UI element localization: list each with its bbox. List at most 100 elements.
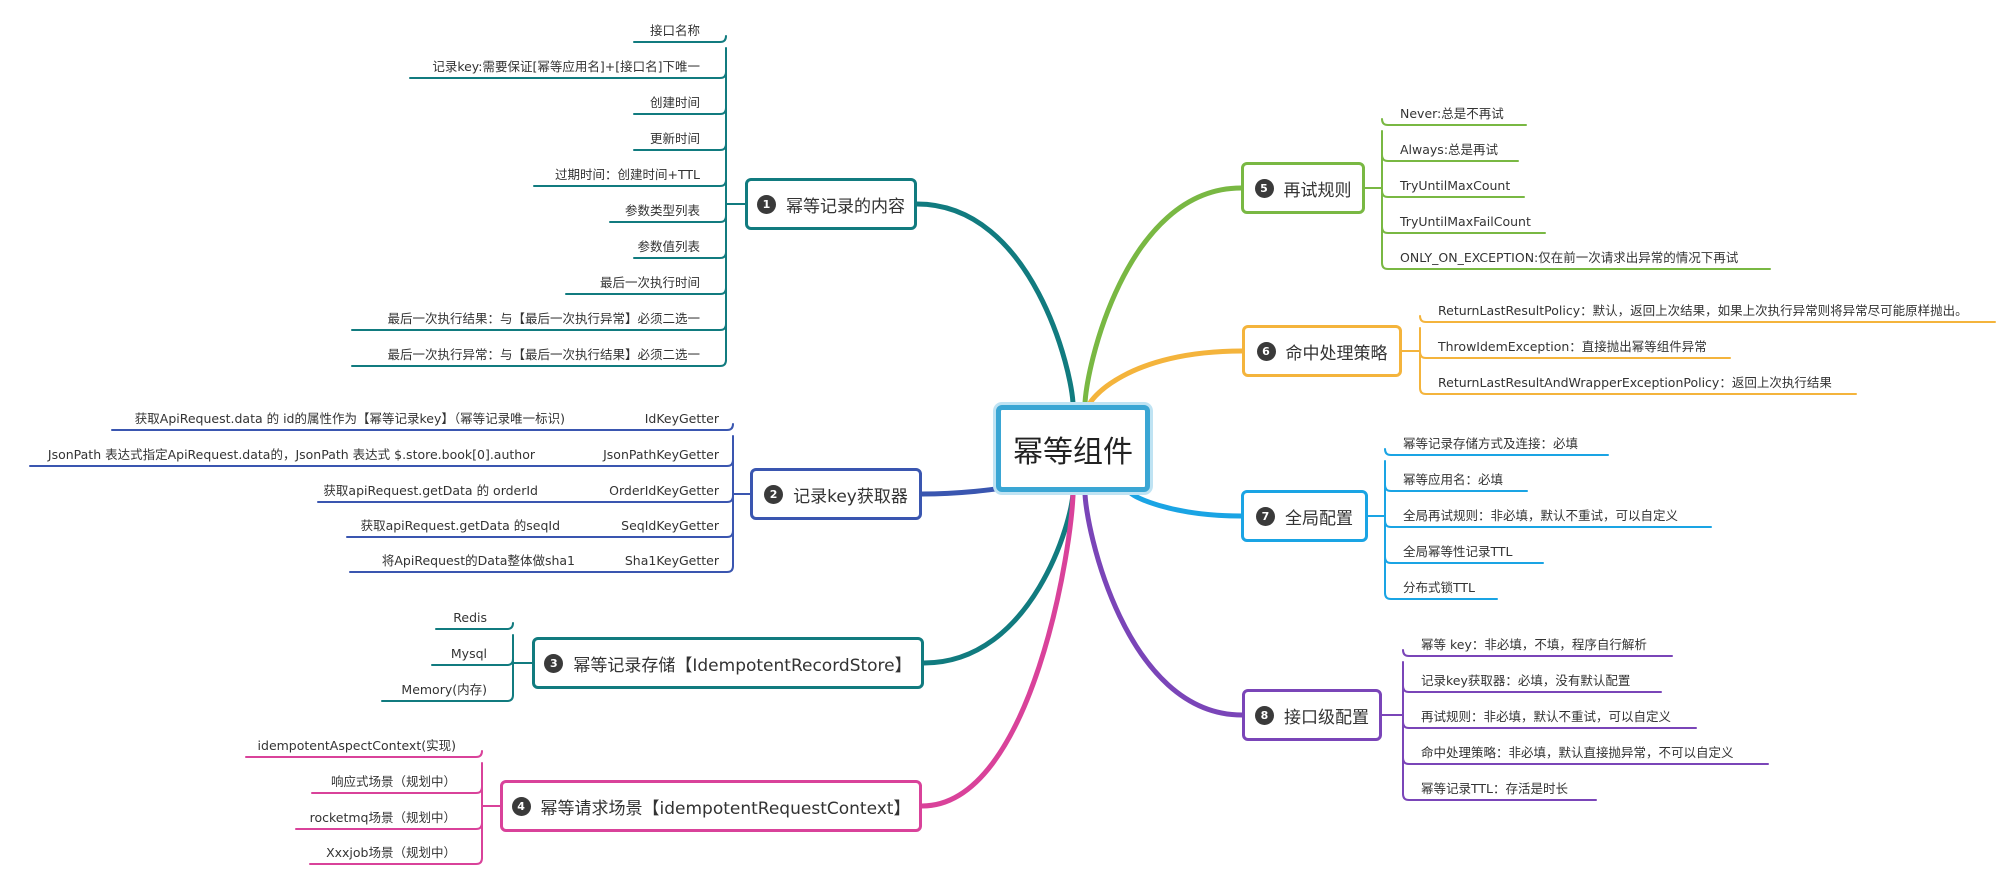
- leaf-item[interactable]: Redis: [453, 610, 487, 625]
- leaf-item[interactable]: 全局再试规则：非必填，默认不重试，可以自定义: [1403, 508, 1679, 523]
- topic-number-badge: 5: [1254, 178, 1274, 198]
- leaf-item[interactable]: 幂等记录存储方式及连接：必填: [1403, 436, 1579, 451]
- item-line-b4-2: [295, 822, 483, 830]
- leaf-item[interactable]: Always:总是再试: [1400, 142, 1499, 157]
- key-getter-description[interactable]: 获取apiRequest.getData 的seqId: [360, 518, 560, 533]
- leaf-item[interactable]: Mysql: [450, 646, 487, 661]
- leaf-item[interactable]: 幂等应用名：必填: [1403, 472, 1504, 487]
- item-line-b1-3: [633, 143, 727, 151]
- topic-b2[interactable]: 2 记录key获取器: [750, 468, 922, 520]
- item-line-b6-0: [1419, 315, 1996, 323]
- item-line-b4-3: [309, 857, 483, 865]
- item-line-b8-0: [1402, 649, 1673, 657]
- leaf-item[interactable]: idempotentAspectContext(实现): [257, 738, 456, 753]
- item-line-b4-0: [245, 750, 483, 758]
- leaf-item[interactable]: Memory(内存): [401, 682, 487, 697]
- leaf-item[interactable]: 命中处理策略：非必填，默认直接抛异常，不可以自定义: [1421, 745, 1734, 760]
- leaf-item[interactable]: 再试规则：非必填，默认不重试，可以自定义: [1421, 709, 1672, 724]
- item-line-b1-8: [351, 323, 727, 331]
- branch-link-b3: [921, 489, 1076, 666]
- item-line-b5-0: [1381, 118, 1527, 126]
- topic-number-badge: 2: [764, 484, 784, 504]
- key-getter-description[interactable]: 获取ApiRequest.data 的 id的属性作为【幂等记录key】（幂等记…: [134, 411, 565, 426]
- item-line-b1-4: [533, 179, 727, 187]
- key-getter-description[interactable]: 将ApiRequest的Data整体做sha1: [381, 553, 575, 568]
- topic-number-badge: 4: [511, 796, 531, 816]
- leaf-item[interactable]: 记录key获取器：必填，没有默认配置: [1421, 673, 1631, 688]
- item-line-b1-7: [565, 287, 727, 295]
- key-getter-name[interactable]: OrderIdKeyGetter: [609, 483, 719, 498]
- leaf-item[interactable]: 更新时间: [649, 131, 700, 146]
- branch-link-b1: [914, 201, 1076, 408]
- item-line-b3-0: [435, 622, 514, 630]
- branch-link-b7: [1127, 489, 1244, 519]
- item-line-b1-0: [633, 35, 727, 43]
- item-line-b1-2: [633, 107, 727, 115]
- item-line-b8-4: [1402, 793, 1597, 801]
- leaf-item[interactable]: Xxxjob场景（规划中）: [326, 845, 456, 860]
- item-line-b2-3: [591, 530, 734, 538]
- topic-number-badge: 6: [1256, 341, 1276, 361]
- leaf-item[interactable]: 过期时间：创建时间+TTL: [555, 167, 700, 182]
- item-line-b5-3: [1381, 226, 1546, 234]
- item-line-b7-0: [1384, 448, 1609, 456]
- topic-number-badge: 1: [757, 194, 776, 214]
- leaf-item[interactable]: 创建时间: [649, 95, 700, 110]
- key-getter-name[interactable]: SeqIdKeyGetter: [621, 518, 719, 533]
- topic-label: 命中处理策略: [1285, 343, 1388, 364]
- topic-number-badge: 7: [1256, 506, 1275, 526]
- item-line-b8-3: [1402, 757, 1769, 765]
- key-getter-description[interactable]: JsonPath 表达式指定ApiRequest.data的，JsonPath …: [47, 447, 535, 462]
- item-line-b6-2: [1419, 387, 1857, 395]
- leaf-item[interactable]: 最后一次执行时间: [599, 275, 700, 290]
- leaf-item[interactable]: 接口名称: [649, 23, 700, 38]
- topic-label: 幂等记录存储【IdempotentRecordStore】: [573, 655, 912, 676]
- root-topic[interactable]: 幂等组件: [996, 405, 1150, 492]
- leaf-item[interactable]: ReturnLastResultAndWrapperExceptionPolic…: [1438, 375, 1832, 390]
- item-line-b2-2: [577, 495, 734, 503]
- leaf-item[interactable]: 最后一次执行结果：与【最后一次执行异常】必须二选一: [387, 311, 700, 326]
- branch-link-b8: [1082, 489, 1245, 718]
- topic-b6[interactable]: 6 命中处理策略: [1242, 325, 1402, 377]
- topic-label: 记录key获取器: [793, 486, 908, 507]
- leaf-item[interactable]: Never:总是不再试: [1400, 106, 1504, 121]
- item-line-b5-2: [1381, 190, 1525, 198]
- leaf-item[interactable]: 记录key:需要保证[幂等应用名]+[接口名]下唯一: [432, 59, 700, 74]
- key-getter-description[interactable]: 获取apiRequest.getData 的 orderId: [323, 483, 538, 498]
- item-line-b8-2: [1402, 721, 1697, 729]
- branch-link-b5: [1082, 185, 1244, 408]
- branch-link-b6: [1085, 348, 1245, 411]
- item-line-b6-1: [1419, 351, 1731, 359]
- item-line-b7-2: [1384, 520, 1712, 528]
- item-line-b7-3: [1384, 556, 1544, 564]
- leaf-item[interactable]: 最后一次执行异常：与【最后一次执行结果】必须二选一: [387, 347, 700, 362]
- leaf-item[interactable]: 参数类型列表: [624, 203, 700, 218]
- leaf-item[interactable]: 分布式锁TTL: [1403, 580, 1476, 595]
- key-getter-name[interactable]: IdKeyGetter: [644, 411, 719, 426]
- leaf-item[interactable]: TryUntilMaxFailCount: [1400, 214, 1531, 229]
- leaf-item[interactable]: 幂等记录TTL：存活是时长: [1421, 781, 1569, 796]
- leaf-item[interactable]: ReturnLastResultPolicy：默认，返回上次结果，如果上次执行异…: [1438, 303, 1968, 318]
- item-line-b1-5: [609, 215, 727, 223]
- key-getter-name[interactable]: JsonPathKeyGetter: [603, 447, 719, 462]
- leaf-item[interactable]: rocketmq场景（规划中）: [309, 810, 456, 825]
- branch-link-b2: [919, 485, 1003, 497]
- key-getter-name[interactable]: Sha1KeyGetter: [624, 553, 719, 568]
- leaf-item[interactable]: TryUntilMaxCount: [1400, 178, 1511, 193]
- leaf-item[interactable]: 幂等 key：非必填，不填，程序自行解析: [1421, 637, 1647, 652]
- leaf-item[interactable]: 响应式场景（规划中）: [330, 774, 456, 789]
- leaf-item[interactable]: ONLY_ON_EXCEPTION:仅在前一次请求出异常的情况下再试: [1400, 250, 1739, 265]
- item-line-b3-2: [381, 694, 514, 702]
- item-line-b7-4: [1384, 592, 1498, 600]
- leaf-item[interactable]: ThrowIdemException：直接抛出幂等组件异常: [1438, 339, 1707, 354]
- item-line-b1-6: [633, 251, 727, 259]
- item-line-b5-4: [1381, 262, 1771, 270]
- leaf-item[interactable]: 参数值列表: [637, 239, 700, 254]
- leaf-item[interactable]: 全局幂等性记录TTL: [1403, 544, 1513, 559]
